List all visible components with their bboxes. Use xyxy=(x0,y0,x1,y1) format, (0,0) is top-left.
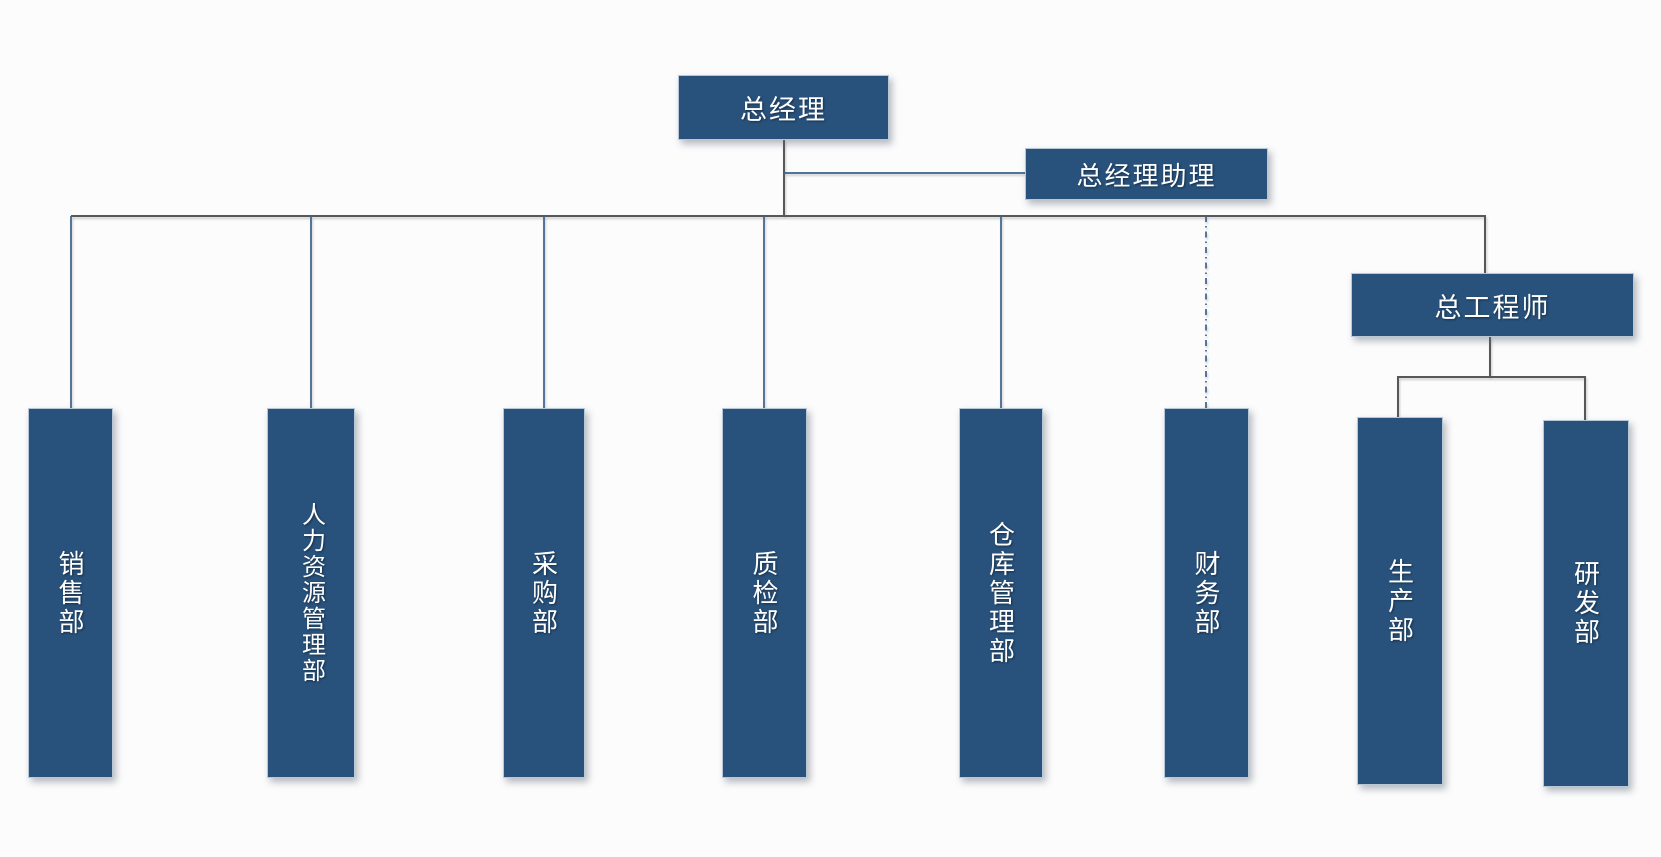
node-dept-warehouse[interactable]: 仓库管理部 xyxy=(959,408,1043,778)
node-dept-rnd[interactable]: 研发部 xyxy=(1543,420,1629,787)
node-dept-rnd-label: 研发部 xyxy=(1570,560,1601,647)
node-dept-production[interactable]: 生产部 xyxy=(1357,417,1443,785)
node-dept-sales-label: 销售部 xyxy=(55,549,85,637)
node-dept-purchasing-label: 采购部 xyxy=(528,549,559,637)
node-chief-engineer[interactable]: 总工程师 xyxy=(1351,273,1634,337)
node-general-manager-label: 总经理 xyxy=(740,95,827,125)
connector-mainline xyxy=(71,215,1486,273)
node-gm-assistant-label: 总经理助理 xyxy=(1076,160,1217,191)
node-dept-quality-label: 质检部 xyxy=(749,549,779,637)
node-dept-hr-label: 人力资源管理部 xyxy=(297,502,325,684)
node-general-manager[interactable]: 总经理 xyxy=(678,75,889,140)
node-dept-finance[interactable]: 财务部 xyxy=(1164,408,1249,778)
node-dept-hr[interactable]: 人力资源管理部 xyxy=(267,408,355,778)
node-chief-engineer-label: 总工程师 xyxy=(1434,292,1551,323)
node-dept-finance-label: 财务部 xyxy=(1191,549,1221,637)
node-dept-quality[interactable]: 质检部 xyxy=(722,408,807,778)
node-dept-purchasing[interactable]: 采购部 xyxy=(503,408,585,778)
node-dept-warehouse-label: 仓库管理部 xyxy=(985,520,1016,666)
connector-chief-bracket xyxy=(1397,376,1586,420)
node-dept-production-label: 生产部 xyxy=(1384,557,1415,645)
node-gm-assistant[interactable]: 总经理助理 xyxy=(1025,148,1268,200)
node-dept-sales[interactable]: 销售部 xyxy=(28,408,113,778)
